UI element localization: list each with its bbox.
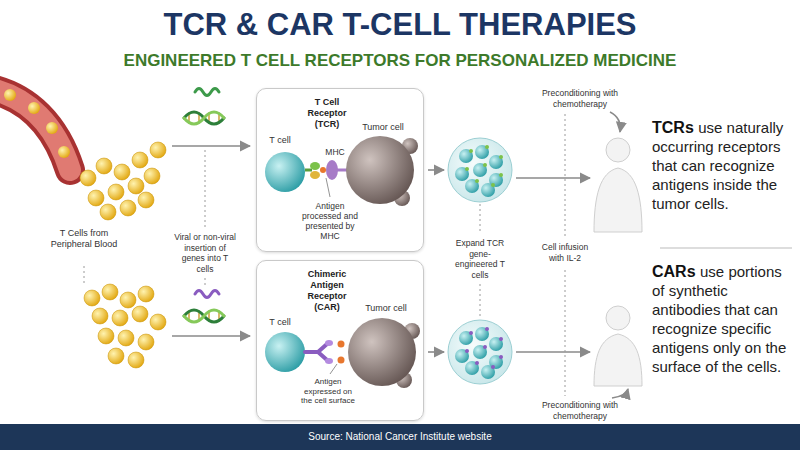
antigen-note: Antigen processed and presented by MHC (299, 201, 361, 241)
car-interaction (265, 318, 420, 388)
dotted-guides (84, 114, 565, 396)
step-label: Preconditioning with chemotherapy (538, 88, 622, 109)
description: TCRsuse naturally occurring receptors th… (652, 118, 792, 213)
step-label: Preconditioning with chemotherapy (538, 400, 622, 421)
description-slot: CARsuse portions of synthetic antibodies… (652, 262, 792, 376)
step-label: Viral or non-viral insertion of genes in… (174, 232, 236, 274)
caption-slot: Source: National Cancer Institute websit… (0, 430, 800, 444)
step-label: Expand TCR gene-engineered T cells (449, 238, 511, 280)
label-slot: T Cells from Peripheral Blood (44, 228, 124, 250)
expanded-car-cells (448, 320, 512, 384)
patient-figures (594, 138, 642, 386)
title-slot: TCR & CAR T-CELL THERAPIES (0, 6, 800, 44)
antigen-note: Antigen expressed on the cell surface (299, 377, 357, 406)
process-box: T cellChimeric Antigen Receptor (CAR)Tum… (256, 260, 424, 421)
lead-term: CARs (652, 263, 696, 280)
subtitle: ENGINEERED T CELL RECEPTORS FOR PERSONAL… (0, 50, 800, 72)
description-slot: TCRsuse naturally occurring receptors th… (652, 118, 792, 213)
blood-vessel (0, 88, 70, 170)
process-box: T cellT Cell Receptor (TCR) MHC Tumor cell… (256, 88, 424, 252)
text-slot: Chimeric Antigen Receptor (CAR) (295, 269, 359, 313)
cell-label: T cell (265, 135, 295, 146)
step-label: T Cells from Peripheral Blood (44, 228, 124, 250)
tcr-interaction (265, 136, 418, 206)
dna-top (184, 89, 224, 125)
text-slot: Antigen expressed on the cell surface (299, 377, 357, 406)
text-slot: Antigen processed and presented by MHC (299, 201, 361, 241)
caption: Source: National Cancer Institute websit… (0, 430, 800, 444)
receptor-label: T Cell Receptor (TCR) (297, 97, 357, 130)
label-slot: Expand TCR gene-engineered T cells (449, 238, 511, 280)
description: CARsuse portions of synthetic antibodies… (652, 262, 792, 376)
text-slot: T cell (265, 135, 295, 146)
t-cells-top (80, 142, 166, 220)
text-slot: T cell (265, 317, 295, 328)
t-cells-bottom (84, 284, 166, 368)
dna-bottom (184, 291, 224, 323)
receptor-label: Chimeric Antigen Receptor (CAR) (295, 269, 359, 313)
molecule-label: MHC (321, 147, 349, 157)
label-slot: Cell infusion with IL-2 (536, 242, 594, 263)
expanded-tcr-cells (448, 138, 512, 202)
text-slot: Tumor cell (361, 303, 411, 314)
text-slot: Tumor cell (357, 122, 409, 133)
footer-bar (0, 424, 800, 450)
text-slot: MHC (321, 147, 349, 157)
title: TCR & CAR T-CELL THERAPIES (0, 6, 800, 44)
label-slot: Preconditioning with chemotherapy (538, 88, 622, 109)
text-slot: T Cell Receptor (TCR) (297, 97, 357, 130)
flow-arrows (172, 112, 628, 398)
label-slot: ENGINEERED T CELL RECEPTORS FOR PERSONAL… (0, 50, 800, 72)
step-label: Cell infusion with IL-2 (536, 242, 594, 263)
label-slot: Preconditioning with chemotherapy (538, 400, 622, 421)
cell-label: Tumor cell (361, 303, 411, 314)
cell-label: Tumor cell (357, 122, 409, 133)
divider (660, 248, 792, 249)
label-slot: Viral or non-viral insertion of genes in… (174, 232, 236, 274)
cell-label: T cell (265, 317, 295, 328)
lead-term: TCRs (652, 119, 694, 136)
